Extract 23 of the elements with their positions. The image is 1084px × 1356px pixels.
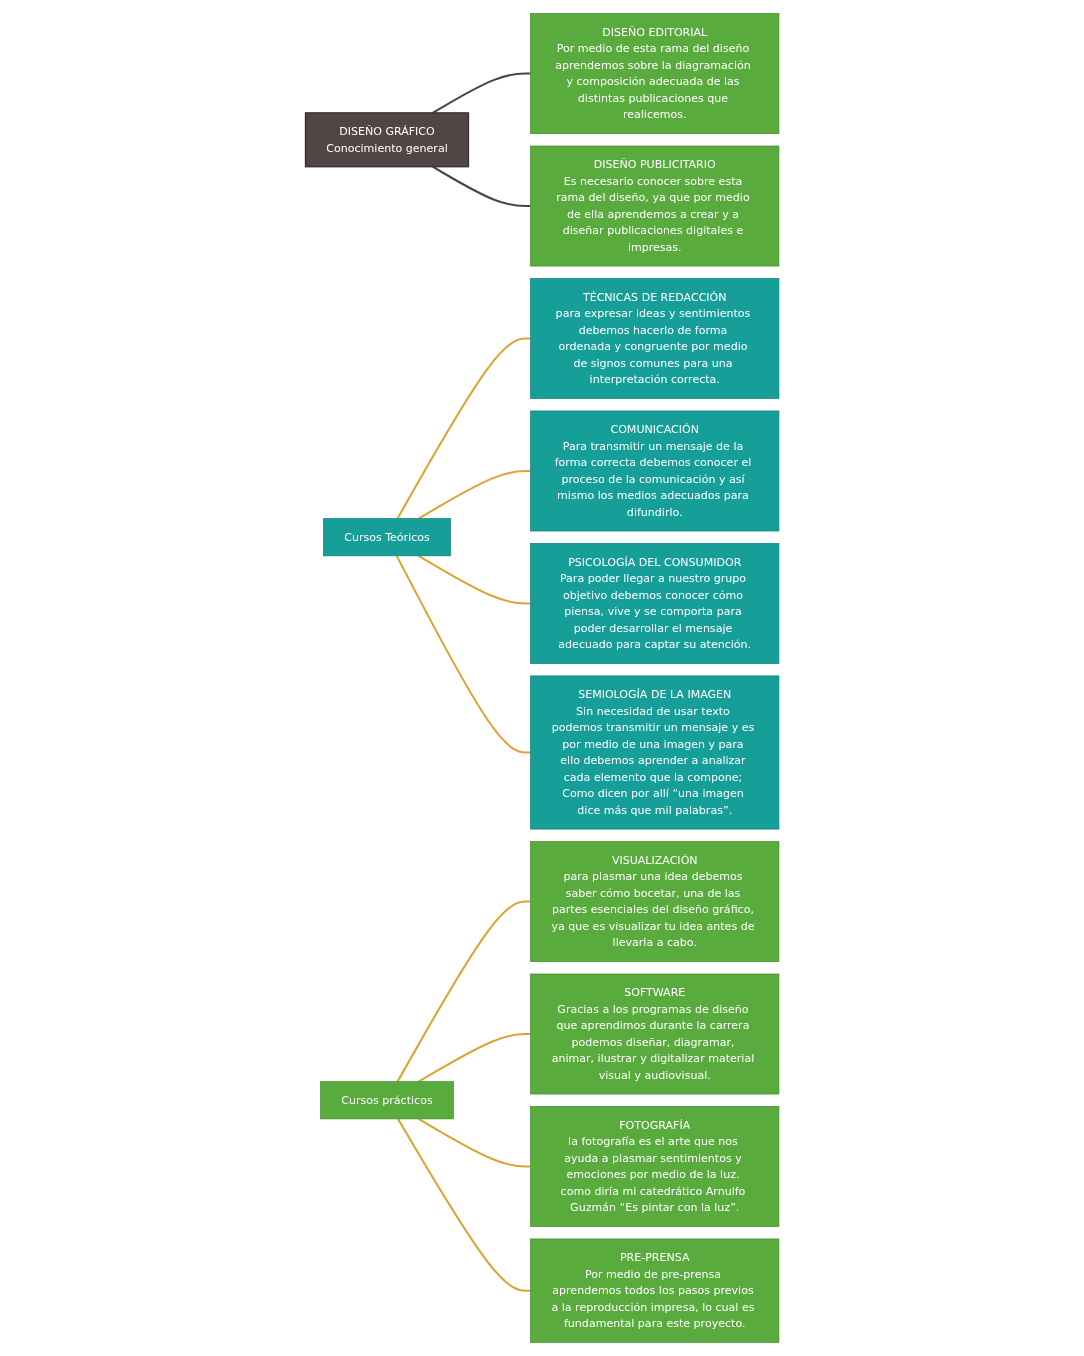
connector (395, 555, 531, 754)
node-box: DISEÑO GRÁFICO Conocimiento general (304, 112, 469, 168)
node-box: Cursos prácticos (320, 1081, 454, 1120)
node-box: Cursos Teóricos (322, 518, 451, 557)
connector (396, 1118, 531, 1292)
node-box: TÉCNICAS DE REDACCIÓN para expresar ideas y sentimientos debemos hacerlo de forma ordenada y congruente por medio de signos comunes para una interpretación correcta. (529, 278, 780, 399)
connector (431, 165, 531, 208)
node-box: PSICOLOGÍA DEL CONSUMIDOR Para poder llegar a nuestro grupo objetivo debemos conocer cómo piensa, vive y se comporta para poder desarrollar el mensaje adecuado para captar su atención. (529, 543, 780, 664)
node-box: SEMIOLOGÍA DE LA IMAGEN Sin necesidad de usar texto podemos transmitir un mensaje y es por medio de una imagen y para ello debemos aprender a analizar cada elemento que la compone; Como dicen por allí “una imagen dice más que mil palabras”. (529, 675, 780, 830)
connector (417, 554, 531, 605)
connector (396, 337, 531, 520)
node-box: DISEÑO PUBLICITARIO Es necesario conocer sobre esta rama del diseño, ya que por medio de ella aprendemos a crear y a diseñar publicaciones digitales e impresas. (529, 145, 780, 267)
node-box: SOFTWARE Gracias a los programas de diseño que aprendimos durante la carrera podemos diseñar, diagramar, animar, ilustrar y digitalizar material visual y audiovisual. (529, 973, 780, 1095)
node-box: DISEÑO EDITORIAL Por medio de esta rama del diseño aprendemos sobre la diagramación y composición adecuada de las distintas publicaciones que realicemos. (529, 13, 780, 134)
connector (431, 72, 531, 114)
connector (417, 1118, 531, 1168)
connector (417, 1033, 531, 1083)
connector (396, 900, 531, 1083)
node-box: COMUNICACIÓN Para transmitir un mensaje de la forma correcta debemos conocer el proceso de la comunicación y así mismo los medios adecuados para difundirlo. (529, 410, 780, 532)
node-box: VISUALIZACIÓN para plasmar una idea debemos saber cómo bocetar, una de las partes esenciales del diseño gráfico, ya que es visualizar tu idea antes de llevarla a cabo. (529, 841, 780, 962)
node-box: FOTOGRAFÍA la fotografía es el arte que nos ayuda a plasmar sentimientos y emociones por medio de la luz. como diría mi catedrático Arnulfo Guzmán “Es pintar con la luz”. (529, 1106, 780, 1227)
node-box: PRE-PRENSA Por medio de pre-prensa aprendemos todos los pasos previos a la reproducción impresa, lo cual es fundamental para este proyecto. (529, 1238, 780, 1343)
connector (417, 469, 531, 520)
